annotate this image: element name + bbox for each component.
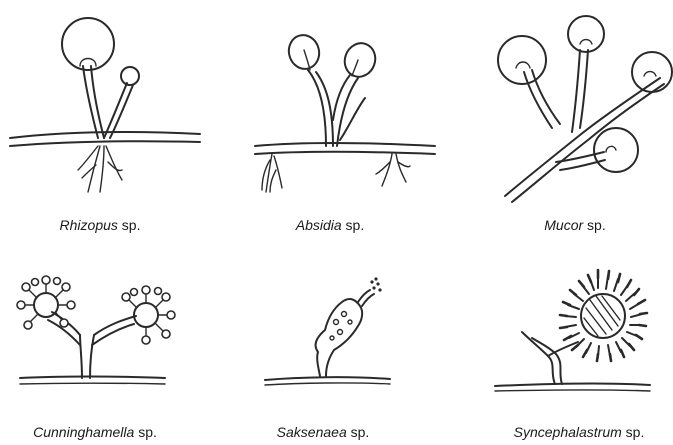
genus-name: Syncephalastrum <box>514 424 622 440</box>
genus-name: Saksenaea <box>277 424 347 440</box>
caption-mucor: Mucor sp. <box>544 217 605 233</box>
mucor-illustration <box>498 16 672 202</box>
caption-absidia: Absidia sp. <box>296 217 365 233</box>
species-suffix: sp. <box>347 424 370 440</box>
saksenaea-illustration <box>265 277 390 385</box>
genus-name: Cunninghamella <box>33 424 134 440</box>
syncephalastrum-illustration <box>495 270 650 391</box>
species-suffix: sp. <box>622 424 645 440</box>
genus-name: Absidia <box>296 217 342 233</box>
genus-name: Mucor <box>544 217 583 233</box>
species-suffix: sp. <box>342 217 365 233</box>
caption-rhizopus: Rhizopus sp. <box>60 217 141 233</box>
species-suffix: sp. <box>118 217 141 233</box>
species-suffix: sp. <box>134 424 157 440</box>
genus-name: Rhizopus <box>60 217 118 233</box>
merosporangia-cluster <box>560 270 647 361</box>
rhizopus-illustration <box>10 18 200 192</box>
absidia-illustration <box>255 32 435 192</box>
caption-syncephalastrum: Syncephalastrum sp. <box>514 424 645 440</box>
cunninghamella-illustration <box>17 276 175 384</box>
caption-cunninghamella: Cunninghamella sp. <box>33 424 157 440</box>
caption-saksenaea: Saksenaea sp. <box>277 424 370 440</box>
species-suffix: sp. <box>583 217 606 233</box>
